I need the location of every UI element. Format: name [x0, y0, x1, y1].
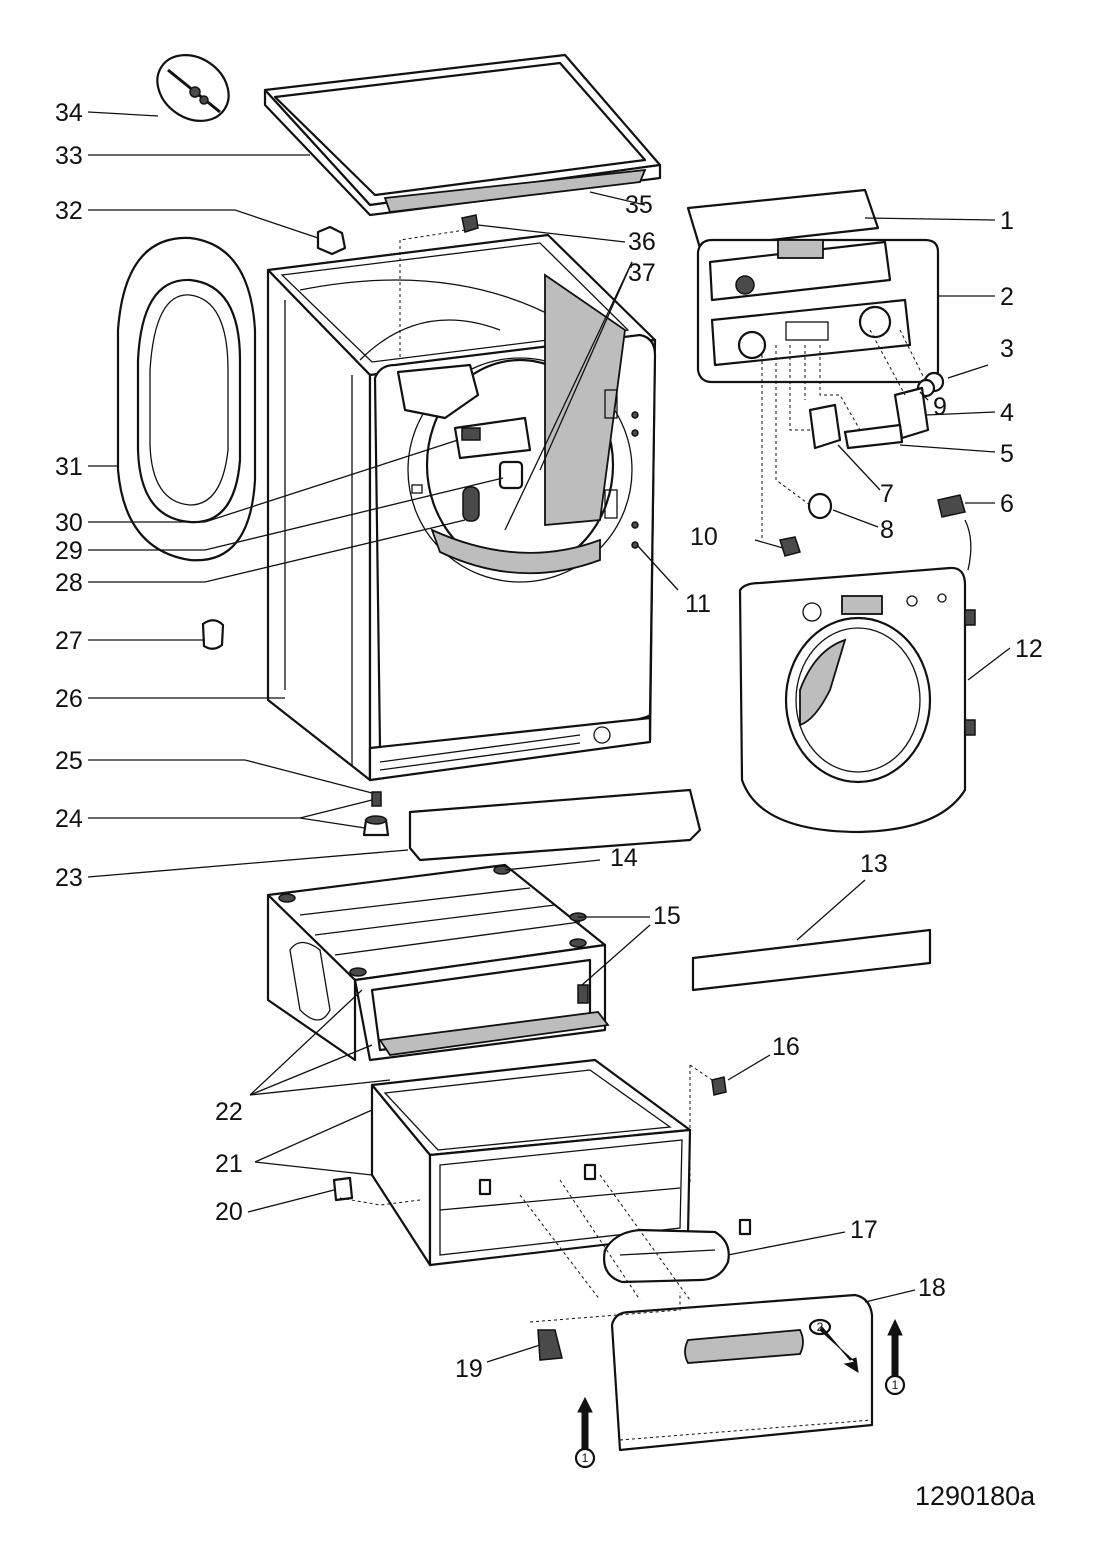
control-panel-detail — [696, 238, 940, 384]
part-number-label: 34 — [55, 99, 83, 127]
part-number-label: 23 — [55, 864, 83, 892]
drawer-front-panel — [610, 1293, 874, 1452]
part-number-label: 9 — [933, 393, 947, 421]
arrow-marker-left: 1 — [574, 1396, 596, 1469]
front-door-panel — [738, 566, 976, 834]
part-number-label: 17 — [850, 1216, 878, 1244]
part-number-label: 20 — [215, 1198, 243, 1226]
valve-part — [332, 1176, 354, 1202]
latch-part — [711, 1076, 727, 1096]
knob-cap-part — [807, 492, 833, 520]
drawer-handle-rail — [603, 1228, 730, 1284]
panel-cover-part — [686, 188, 880, 250]
arrow-marker-label: 1 — [892, 1378, 899, 1392]
part-number-label: 24 — [55, 805, 83, 833]
part-number-label: 1 — [1000, 207, 1014, 235]
screw-kit-detail — [156, 54, 230, 122]
part-number-label: 11 — [685, 590, 711, 618]
drawer-body — [370, 1058, 752, 1267]
part-number-label: 32 — [55, 197, 83, 225]
plinth-part — [408, 788, 702, 862]
part-number-label: 27 — [55, 627, 83, 655]
part-number-label: 22 — [215, 1098, 243, 1126]
hose-clip-part — [201, 619, 225, 650]
assembly-guides — [339, 229, 926, 1441]
part-number-label: 19 — [455, 1355, 483, 1383]
selector-holder-part — [808, 403, 842, 450]
diagram-code: 1290180a — [915, 1481, 1036, 1511]
part-number-label: 16 — [772, 1033, 800, 1061]
adjustable-foot — [362, 791, 390, 837]
top-cover — [263, 53, 662, 217]
part-number-label: 30 — [55, 509, 83, 537]
part-number-label: 31 — [55, 453, 83, 481]
part-number-label: 37 — [628, 259, 656, 287]
part-number-label: 2 — [1000, 283, 1014, 311]
stopper-part — [537, 1329, 563, 1361]
pedestal-frame — [266, 863, 610, 1062]
button-strip-part — [843, 423, 904, 450]
part-number-label: 26 — [55, 685, 83, 713]
part-number-label: 13 — [860, 850, 888, 878]
part-number-label: 8 — [880, 516, 894, 544]
part-number-label: 15 — [653, 902, 681, 930]
part-number-label: 12 — [1015, 635, 1043, 663]
bracket-part — [316, 225, 347, 256]
part-number-label: 33 — [55, 142, 83, 170]
arrow-marker-label: 1 — [582, 1451, 589, 1465]
part-number-label: 4 — [1000, 399, 1014, 427]
part-number-label: 14 — [610, 844, 638, 872]
side-panel-insulation — [116, 236, 257, 562]
trim-strip-part — [691, 928, 932, 992]
knob-nut-part — [779, 536, 801, 557]
part-number-label: 25 — [55, 747, 83, 775]
clip-part — [461, 214, 479, 233]
part-number-label: 6 — [1000, 490, 1014, 518]
leader-lines — [87, 111, 1011, 1363]
part-number-label: 21 — [215, 1150, 243, 1178]
part-number-label: 7 — [880, 480, 894, 508]
arrow-marker-right: 1 — [884, 1318, 906, 1396]
part-number-label: 3 — [1000, 335, 1014, 363]
part-number-label: 5 — [1000, 440, 1014, 468]
part-number-label: 35 — [625, 191, 653, 219]
connector-part — [937, 494, 966, 518]
main-cabinet — [266, 233, 657, 782]
part-number-labels: 1 2 3 4 5 6 7 8 9 10 11 12 13 14 15 16 1… — [55, 99, 1043, 1383]
arrow-marker-label-alt: 2 — [817, 1320, 824, 1334]
part-number-label: 10 — [690, 523, 718, 551]
part-number-label: 36 — [628, 228, 656, 256]
switch-holder-part — [893, 386, 930, 440]
part-number-label: 28 — [55, 569, 83, 597]
part-number-label: 29 — [55, 537, 83, 565]
part-number-label: 18 — [918, 1274, 946, 1302]
